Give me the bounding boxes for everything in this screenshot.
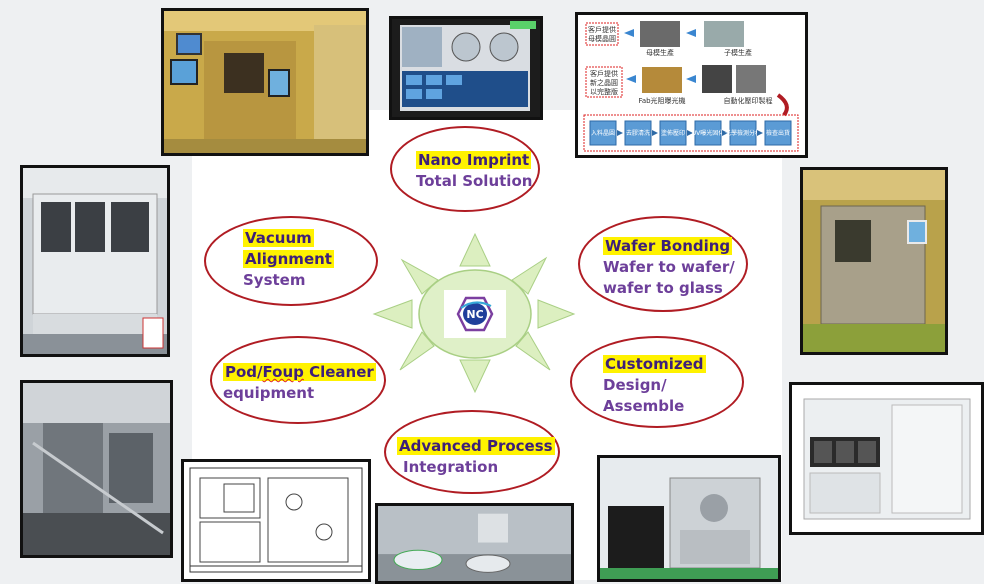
logo-text: NC (466, 308, 483, 321)
arrow-up (459, 232, 491, 267)
label-nano-imprint: Nano Imprint Total Solution (416, 150, 532, 192)
flow-step-arrow (617, 130, 623, 136)
sunburst-diagram: NC (372, 232, 576, 394)
photo-white-tool-left (20, 165, 170, 357)
flow-step-box (694, 120, 722, 146)
arrow-down (459, 359, 491, 394)
customized-title: Customized (603, 355, 706, 373)
wafer-bonding-line1: Wafer to wafer/ (603, 258, 735, 276)
wafer-bonding-title: Wafer Bonding (603, 237, 733, 255)
vacuum-subtitle: System (243, 271, 306, 289)
flow-step-arrow (652, 130, 658, 136)
label-customized: Customized Design/ Assemble (603, 354, 706, 417)
pod-foup-cleaner-title: Pod/Foup Cleaner (223, 363, 376, 381)
bubble-nano-imprint (390, 126, 540, 212)
photo-white-equipment (789, 382, 984, 535)
flow-step-label: UV曝光固化 (692, 129, 725, 137)
photo-yellow-room-tool-right (800, 167, 948, 355)
flow-step-box (729, 120, 757, 146)
flow-step-label: 去膠清洗 (626, 129, 650, 137)
flow-top-mid: 母模生產 (646, 48, 674, 57)
vacuum-title-line2: Alignment (243, 250, 334, 268)
flow-step-box (589, 120, 617, 146)
customized-line1: Design/ (603, 376, 667, 394)
flow-mid-1: 客戶提供 (590, 69, 618, 78)
advanced-process-subtitle: Integration (403, 458, 499, 476)
wafer-bonding-line2: wafer to glass (603, 279, 723, 297)
label-vacuum-alignment: Vacuum Alignment System (243, 228, 334, 291)
label-wafer-bonding: Wafer Bonding Wafer to wafer/ wafer to g… (603, 236, 735, 299)
flow-mid-right: 自動化壓印製程 (724, 96, 773, 105)
flow-top-2: 母模晶圓 (588, 34, 616, 43)
flow-step-box (624, 120, 652, 146)
flow-step-label: 光學檢測分析 (725, 129, 761, 137)
flow-step-label: 檢查出貨 (766, 129, 790, 137)
bubble-customized (570, 336, 744, 428)
flow-step-label: 入料晶圓 (591, 129, 615, 137)
arrow-left (372, 299, 413, 329)
flow-step-label: 塗佈壓印 (661, 129, 685, 137)
flow-mid-3: 以完整版 (590, 87, 618, 96)
flow-step-arrow (722, 130, 728, 136)
vacuum-title-line1: Vacuum (243, 229, 314, 247)
arrow-right (537, 299, 576, 329)
label-pod-foup-cleaner: Pod/Foup Cleaner equipment (223, 362, 376, 404)
nano-imprint-title: Nano Imprint (416, 151, 532, 169)
photo-yellow-room-tool (161, 8, 369, 156)
flow-step-box (764, 120, 792, 146)
flow-mid-2: 新之晶圓 (590, 78, 618, 87)
company-logo-icon: NC (456, 296, 494, 332)
photo-control-software (389, 16, 543, 120)
flow-step-arrow (757, 130, 763, 136)
nano-imprint-subtitle: Total Solution (416, 172, 533, 190)
pod-foup-cleaner-subtitle: equipment (223, 384, 315, 402)
flow-step-arrow (687, 130, 693, 136)
photo-process-flow: 客戶提供 母模晶圓 母模生產 子模生產 客戶提供 新之晶圓 以完整版 Fab光阻… (575, 12, 808, 158)
label-advanced-process: Advanced Process Integration (397, 436, 555, 478)
flow-step-box (659, 120, 687, 146)
photo-robot-arm (375, 503, 574, 584)
customized-line2: Assemble (603, 397, 685, 415)
photo-machine-interior (20, 380, 173, 558)
photo-engineering-drawing (181, 459, 371, 582)
flow-mid-caption: Fab光阻曝光機 (638, 96, 685, 105)
flow-top-right: 子模生產 (724, 48, 752, 57)
flow-top-1: 客戶提供 (588, 25, 616, 34)
bubble-wafer-bonding (578, 216, 748, 312)
advanced-process-title: Advanced Process (397, 437, 555, 455)
photo-cleaner-machine (597, 455, 781, 582)
